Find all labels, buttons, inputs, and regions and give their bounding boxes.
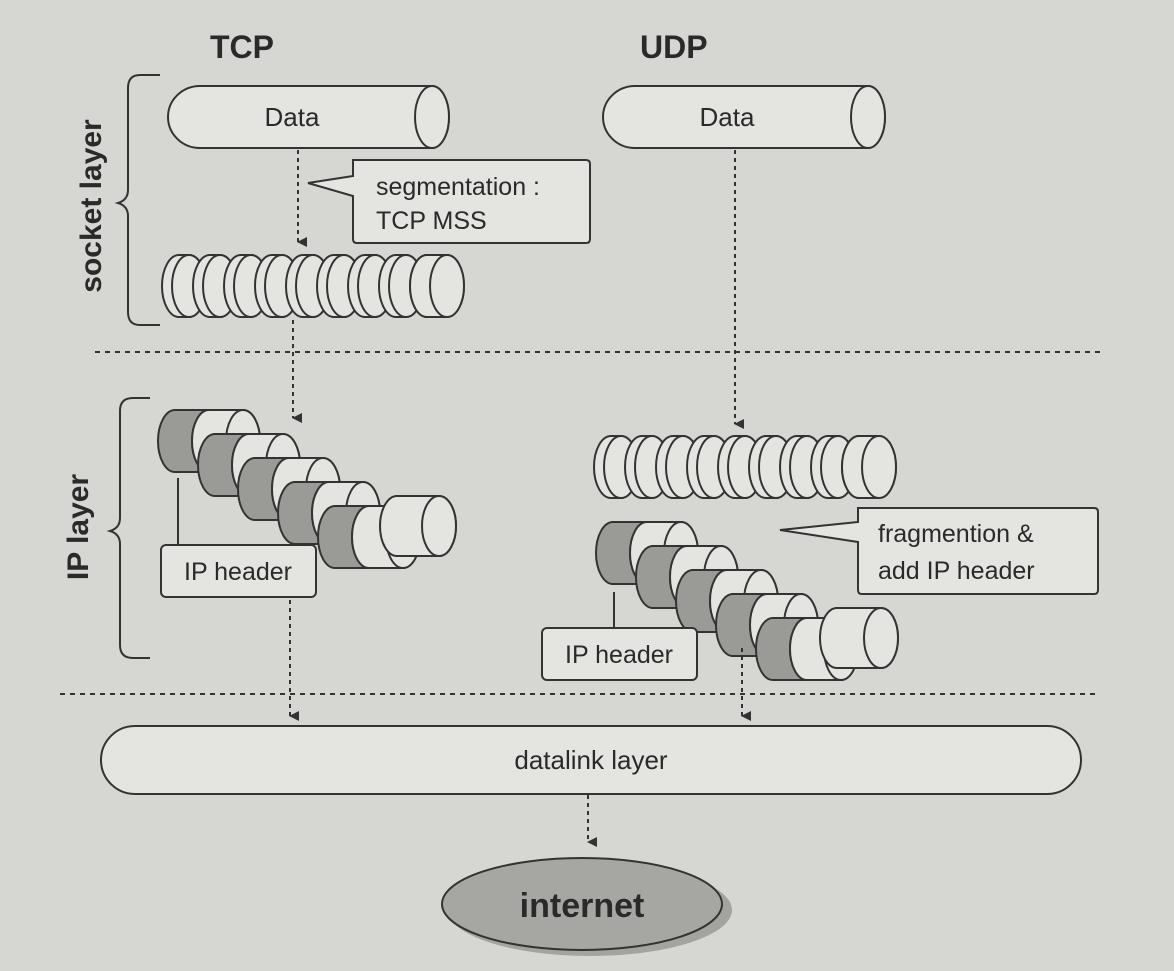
ip-layer-brace <box>106 397 150 659</box>
udp-ip-fragment-tail <box>819 607 899 669</box>
tcp-column-title: TCP <box>210 29 274 65</box>
ip-layer-label: IP layer <box>62 474 95 581</box>
udp-datagram-segment-group <box>593 435 897 499</box>
internet-ellipse <box>441 857 723 951</box>
segmentation-callout <box>307 159 591 244</box>
socket-layer-label: socket layer <box>75 119 108 293</box>
fragmentation-callout <box>779 507 1099 595</box>
udp-ip-header-label: IP header <box>565 641 673 669</box>
tcp-ip-packet-tail <box>379 495 457 557</box>
tcp-ip-header-leader <box>177 478 186 546</box>
udp-data-cylinder <box>602 85 886 149</box>
tcp-segment-group <box>161 254 465 318</box>
datalink-layer-label: datalink layer <box>514 745 668 775</box>
segmentation-callout-line2: TCP MSS <box>376 207 487 235</box>
tcp-ip-header-box <box>160 544 317 598</box>
internet-label: internet <box>520 887 645 925</box>
tcp-ip-header-label: IP header <box>184 558 292 586</box>
udp-column-title: UDP <box>640 29 708 65</box>
udp-ip-header-leader <box>613 592 622 629</box>
tcp-data-cylinder <box>167 85 450 149</box>
udp-ip-fragment-cascade <box>595 521 899 681</box>
fragmentation-callout-line1: fragmention & <box>878 520 1034 548</box>
tcp-segment-cylinder <box>409 254 465 318</box>
datalink-layer-bar <box>100 725 1082 795</box>
udp-segment-cylinder <box>841 435 897 499</box>
socket-layer-brace <box>114 74 160 326</box>
tcp-data-label: Data <box>265 102 320 132</box>
fragmentation-callout-line2: add IP header <box>878 557 1035 585</box>
udp-data-label: Data <box>700 102 755 132</box>
udp-ip-header-box <box>541 627 698 681</box>
segmentation-callout-line1: segmentation : <box>376 173 540 201</box>
tcp-ip-packet-cascade <box>157 409 457 569</box>
